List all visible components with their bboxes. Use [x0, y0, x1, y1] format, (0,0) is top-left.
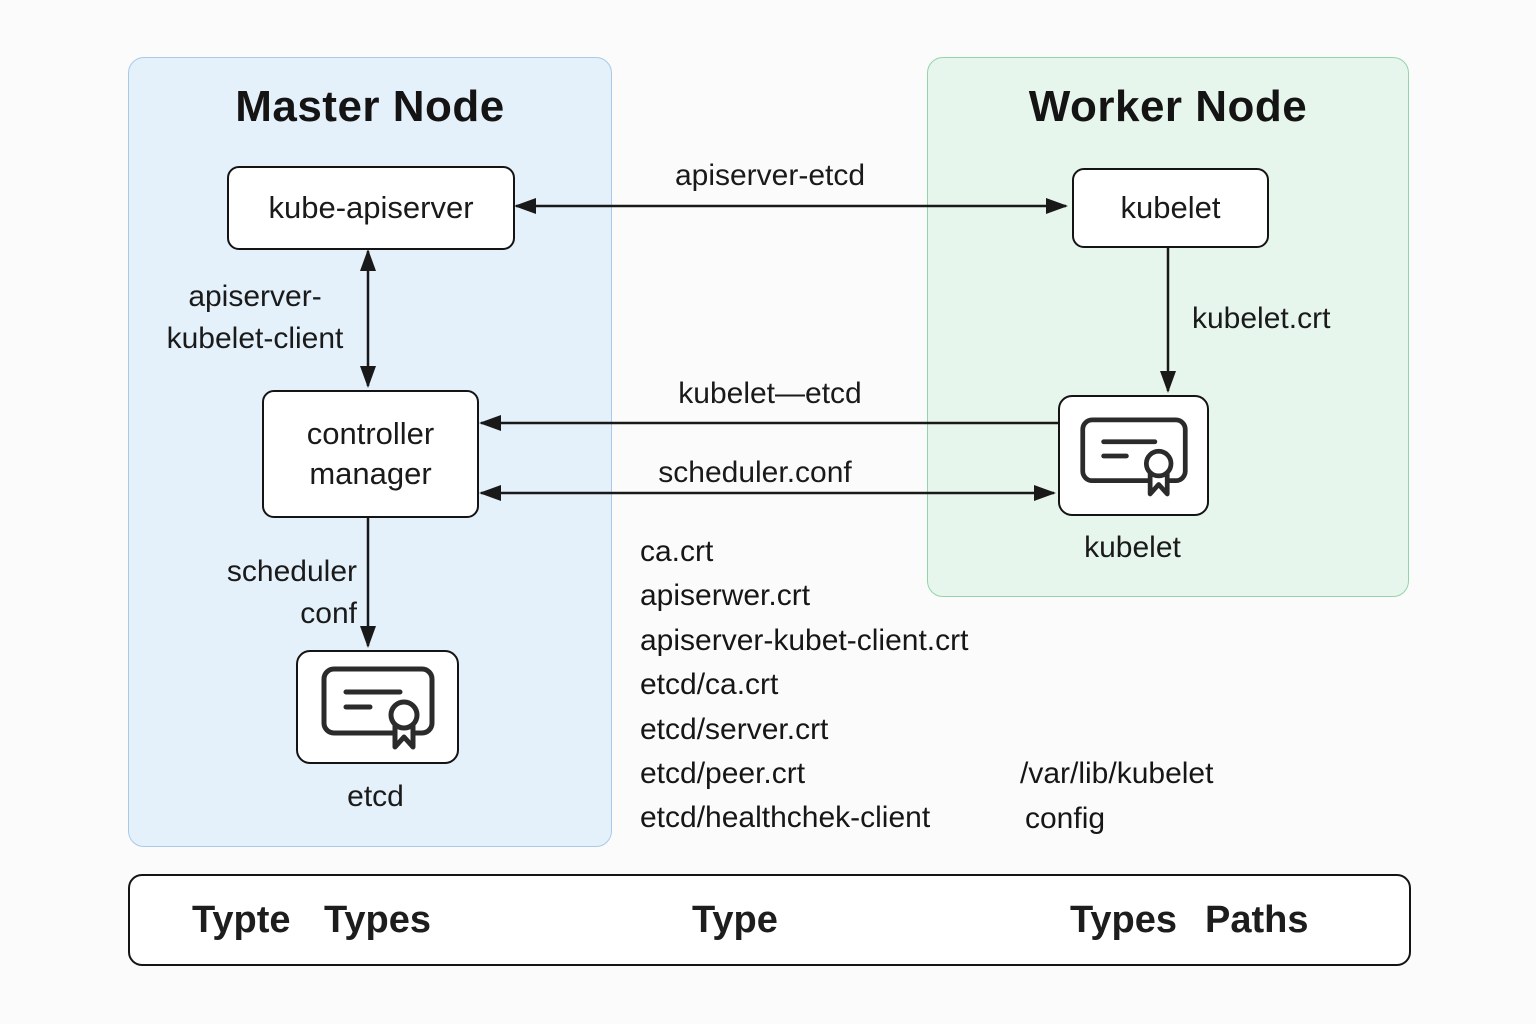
controller-manager-label-line1: controller — [306, 416, 435, 451]
edge-label-scheduler-conf-vertical: scheduler conf — [226, 555, 357, 630]
legend-word-typte: Typte — [192, 898, 291, 941]
worker-node-title: Worker Node — [1028, 82, 1308, 131]
cert-list-item: etcd/server.crt — [640, 712, 829, 746]
worker-node-panel: Worker Node — [927, 57, 1409, 597]
kubelet-node: kubelet — [1072, 168, 1269, 248]
cert-list-item: etcd/ca.crt — [640, 668, 779, 702]
etcd-cert-caption: etcd — [347, 780, 404, 813]
legend-word-type: Type — [692, 898, 778, 941]
certificate-file-list: ca.crt apiserwer.crt apiserver-kubet-cli… — [640, 530, 968, 841]
legend-word-types2: Types — [1070, 898, 1178, 941]
legend-word-types1: Types — [324, 898, 432, 941]
kube-apiserver-node: kube-apiserver — [227, 166, 515, 250]
cert-list-item: etcd/peer.crt — [640, 757, 806, 791]
cert-list-item: ca.crt — [640, 535, 714, 568]
kube-apiserver-label: kube-apiserver — [268, 190, 474, 225]
path-var-lib-kubelet: /var/lib/kubelet — [1020, 757, 1214, 790]
master-node-title: Master Node — [235, 82, 505, 131]
legend-bar: Typte Types Type Types Paths — [128, 874, 1411, 966]
cert-list-item: apiserver-kubet-client.crt — [640, 623, 969, 657]
controller-manager-node: controller manager — [262, 390, 479, 518]
kubelet-cert-caption: kubelet — [1084, 531, 1181, 564]
path-config: config — [1025, 802, 1106, 835]
edge-label-kubelet-etcd: kubelet—etcd — [678, 377, 862, 410]
kubelet-node-label: kubelet — [1120, 190, 1221, 225]
cert-list-item: etcd/healthchek-client — [640, 801, 931, 835]
edge-label-apiserver-kubelet-client: apiserver- kubelet-client — [166, 280, 344, 355]
legend-word-paths: Paths — [1205, 898, 1309, 941]
kubelet-cert-box — [1058, 395, 1209, 516]
controller-manager-label-line2: manager — [309, 456, 432, 491]
etcd-cert-box — [296, 650, 459, 764]
certificate-icon — [1079, 417, 1188, 496]
certificate-icon — [321, 666, 434, 750]
cert-list-item: apiserwer.crt — [640, 579, 811, 613]
edge-label-scheduler-conf: scheduler.conf — [658, 456, 852, 489]
edge-label-apiserver-etcd: apiserver-etcd — [674, 159, 866, 192]
edge-label-kubelet-crt: kubelet.crt — [1192, 302, 1331, 335]
